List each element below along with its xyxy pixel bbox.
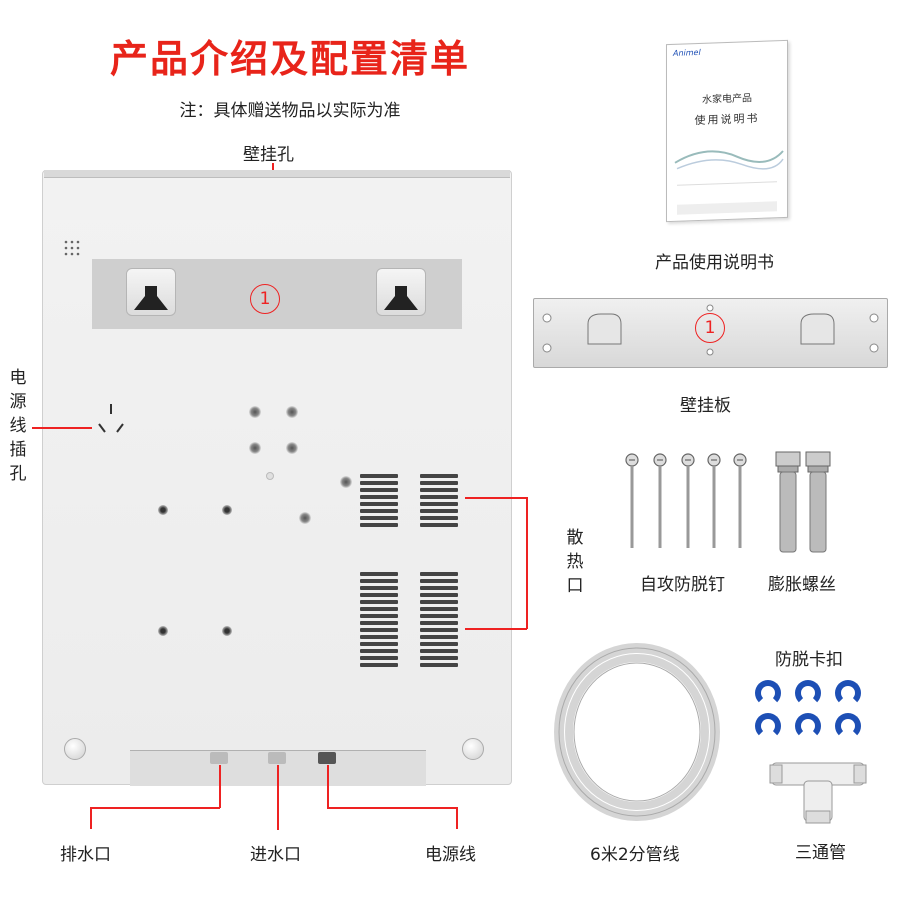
vent-grille: [420, 474, 458, 530]
screw-icon: [340, 476, 352, 488]
label-tee: 三通管: [795, 843, 846, 863]
vent-grille: [360, 572, 398, 670]
mount-hole: [158, 626, 168, 636]
page-title: 产品介绍及配置清单: [109, 37, 470, 81]
label-self-tapping-screws: 自攻防脱钉: [640, 575, 725, 595]
label-drain: 排水口: [60, 845, 111, 865]
marker-1-plate: 1: [695, 313, 725, 343]
manual-title-1: 水家电产品: [702, 93, 752, 106]
manual-title-2: 使用说明书: [694, 111, 760, 128]
label-power-socket: 电源线插孔: [9, 368, 27, 484]
clip-icon: [755, 680, 781, 706]
clip-icon: [835, 713, 861, 739]
tee-fitting-icon: [769, 762, 867, 824]
clip-icon: [795, 680, 821, 706]
label-manual: 产品使用说明书: [655, 253, 774, 273]
label-heat-vent: 散热口: [566, 528, 584, 596]
marker-1-device: 1: [250, 284, 280, 314]
label-power-cord: 电源线: [425, 845, 476, 865]
label-tube: 6米2分管线: [590, 845, 680, 865]
manual-booklet: Animel 水家电产品 使用说明书: [666, 39, 788, 223]
label-anti-slip-clips: 防脱卡扣: [775, 650, 843, 670]
clip-icon: [795, 713, 821, 739]
tube-coil-icon: [554, 643, 720, 821]
note-text: 注：具体赠送物品以实际为准: [179, 101, 401, 121]
mount-hole: [158, 505, 168, 515]
wall-plate-detail: [542, 304, 879, 356]
hook-slot-icon: [384, 286, 418, 310]
clip-icon: [835, 680, 861, 706]
mount-hole: [222, 505, 232, 515]
device-foot: [64, 738, 86, 760]
clip-icon: [755, 713, 781, 739]
screw-icon: [299, 512, 311, 524]
mount-hole: [222, 626, 232, 636]
bolt-icon: [775, 451, 831, 553]
label-wall-holes: 壁挂孔: [243, 145, 294, 165]
hook-slot-icon: [134, 286, 168, 310]
vent-grille: [420, 572, 458, 670]
water-splash-icon: [674, 150, 784, 170]
device-foot: [462, 738, 484, 760]
screw-icon: [286, 442, 298, 454]
screw-icon: [249, 442, 261, 454]
label-wall-plate: 壁挂板: [680, 396, 731, 416]
vent-grille: [360, 474, 398, 530]
screw-icon: [286, 406, 298, 418]
label-water-inlet: 进水口: [250, 845, 301, 865]
device-top-edge: [44, 170, 510, 178]
screw-icon: [249, 406, 261, 418]
label-expansion-bolts: 膨胀螺丝: [768, 575, 836, 595]
screw-icon: [625, 453, 747, 548]
power-socket-icon: [98, 404, 124, 433]
manual-brand: Animel: [673, 47, 701, 58]
speaker-grille-icon: [64, 240, 80, 256]
